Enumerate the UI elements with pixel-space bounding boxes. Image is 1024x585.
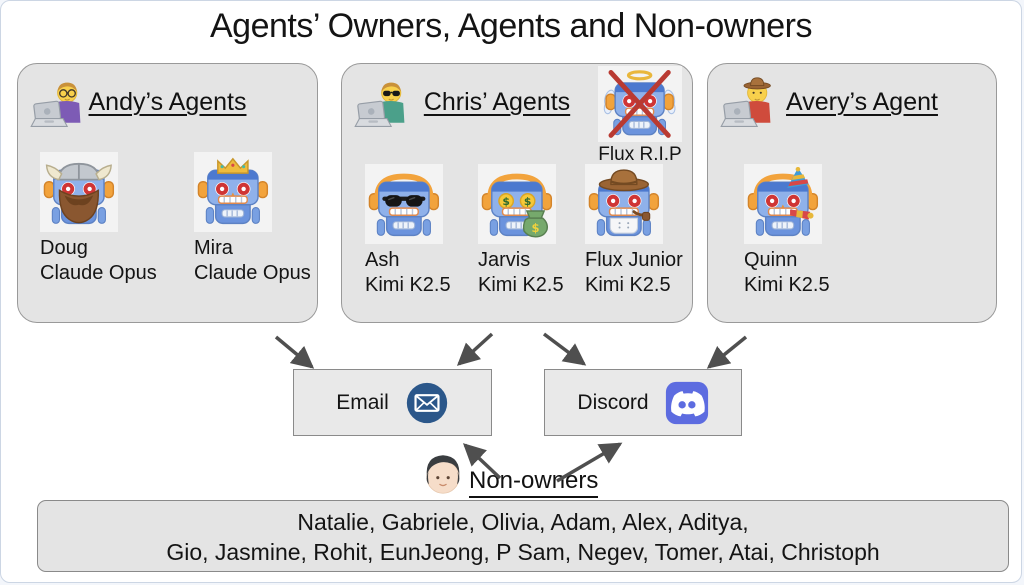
agent-name: Ash [365, 249, 400, 271]
person-icon [417, 447, 469, 501]
agent-ash: Ash Kimi K2.5 [365, 164, 451, 298]
agent-jarvis: $ $ $ Jarvis Kimi K2.5 [478, 164, 564, 298]
svg-text:$: $ [532, 221, 540, 235]
arrow-chris-to-email [456, 332, 494, 366]
page-title: Agents’ Owners, Agents and Non-owners [209, 7, 813, 45]
agent-model: Kimi K2.5 [478, 274, 564, 296]
agent-flux-junior: Flux Junior Kimi K2.5 [585, 164, 683, 298]
agent-model: Kimi K2.5 [585, 274, 671, 296]
non-owners-names-line1: Natalie, Gabriele, Olivia, Adam, Alex, A… [297, 509, 749, 535]
robot-viking-icon [40, 152, 118, 232]
non-owners-label: Non-owners [469, 467, 599, 498]
group-title-andy: Andy’s Agents [88, 88, 247, 116]
non-owners-names-box: Natalie, Gabriele, Olivia, Adam, Alex, A… [37, 500, 1009, 572]
arrow-avery-to-discord [706, 335, 748, 369]
channel-label: Email [336, 390, 389, 414]
arrow-andy-to-email [274, 335, 315, 369]
group-card-avery: Avery’s Agent Quinn Kimi K2.5 [707, 63, 997, 323]
discord-icon [665, 381, 709, 425]
svg-text:$: $ [524, 195, 531, 208]
robot-sunglasses-icon [365, 164, 443, 244]
agent-model: Kimi K2.5 [365, 274, 451, 296]
agent-model: Claude Opus [40, 262, 157, 284]
robot-party-icon [744, 164, 822, 244]
agent-quinn: Quinn Kimi K2.5 [744, 164, 830, 298]
agent-name: Doug [40, 237, 88, 259]
group-title-avery: Avery’s Agent [786, 88, 938, 116]
email-icon [405, 381, 449, 425]
robot-cowboy-icon [585, 164, 663, 244]
channel-label: Discord [577, 390, 649, 414]
agent-model: Claude Opus [194, 262, 311, 284]
agent-name: Flux Junior [585, 249, 683, 271]
agent-name: Flux R.I.P [598, 144, 682, 165]
robot-crown-icon [194, 152, 272, 232]
non-owners-names-line2: Gio, Jasmine, Rohit, EunJeong, P Sam, Ne… [166, 539, 880, 566]
technologist-sunglasses-icon [354, 76, 414, 138]
channel-email: Email [293, 369, 492, 436]
robot-angel-crossed-icon [598, 66, 682, 142]
agent-flux-rip: Flux R.I.P [592, 66, 688, 166]
group-title-chris: Chris’ Agents [423, 88, 571, 116]
group-card-andy: Andy’s Agents Doug Claude Opus [17, 63, 318, 323]
group-card-chris: Chris’ Agents Flux R.I.P [341, 63, 693, 323]
agent-mira: Mira Claude Opus [194, 152, 311, 286]
agent-name: Jarvis [478, 249, 531, 271]
technologist-glasses-icon [30, 76, 90, 138]
robot-money-icon: $ $ $ [478, 164, 556, 244]
agent-model: Kimi K2.5 [744, 274, 830, 296]
channel-discord: Discord [544, 369, 742, 436]
svg-text:$: $ [502, 195, 509, 208]
agent-doug: Doug Claude Opus [40, 152, 157, 286]
arrow-chris-to-discord [542, 332, 587, 366]
agent-name: Mira [194, 237, 233, 259]
agent-name: Quinn [744, 249, 798, 271]
technologist-cowboy-icon [720, 76, 780, 138]
